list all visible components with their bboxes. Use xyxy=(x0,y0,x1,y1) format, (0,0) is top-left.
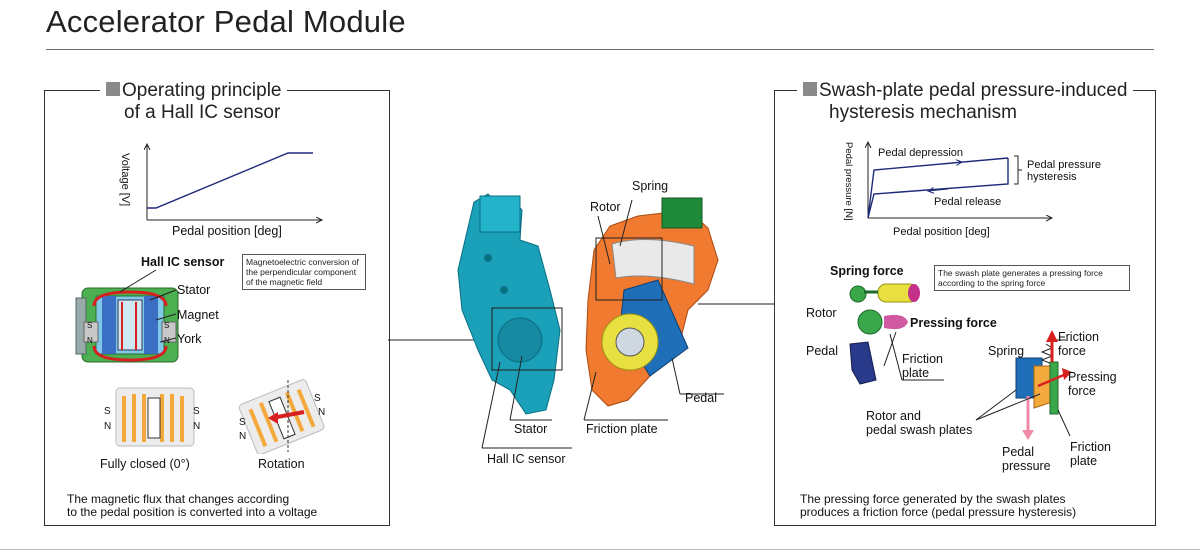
hysteresis-label: Pedal pressure hysteresis xyxy=(1027,159,1101,183)
friction-force-label: Friction force xyxy=(1058,330,1099,358)
friction-plate-label: Friction plate xyxy=(902,352,943,380)
right-spring-label: Spring xyxy=(988,344,1025,358)
fully-closed-illustration xyxy=(115,387,195,447)
pressing-force-label: Pressing force xyxy=(910,316,997,330)
pedal-module-illustration xyxy=(388,193,774,449)
heading-square-icon-2 xyxy=(803,82,817,96)
rotation-illustration xyxy=(238,379,325,454)
closed-s-right: S xyxy=(193,406,200,417)
pressing-force-2-label: Pressing force xyxy=(1068,370,1117,398)
hall-panel-heading: Operating principle of a Hall IC sensor xyxy=(100,80,288,124)
friction-plate-2-label: Friction plate xyxy=(1070,440,1111,468)
hall-sensor-illustration xyxy=(75,287,179,363)
release-label: Pedal release xyxy=(934,196,1002,208)
center-hall-ic-label: Hall IC sensor xyxy=(487,452,566,466)
closed-n-left: N xyxy=(104,421,112,432)
fully-closed-label: Fully closed (0°) xyxy=(100,457,190,471)
right-rotor-label: Rotor xyxy=(806,306,837,320)
hysteresis-caption: The pressing force generated by the swas… xyxy=(800,492,1077,519)
page-title: Accelerator Pedal Module xyxy=(46,4,406,39)
rotation-s-left: S xyxy=(239,417,246,428)
rotation-n-left: N xyxy=(239,431,247,442)
voltage-curve xyxy=(147,152,313,209)
voltage-graph-ylabel: Voltage [V] xyxy=(119,153,131,207)
hysteresis-graph xyxy=(852,136,1062,226)
magnet-n-left: N xyxy=(87,336,93,345)
spring-force-label: Spring force xyxy=(830,264,904,278)
center-stator-label: Stator xyxy=(514,422,548,436)
center-pedal-label: Pedal xyxy=(685,391,717,405)
rotation-s-right: S xyxy=(314,393,321,404)
hysteresis-panel-heading: Swash-plate pedal pressure-induced hyste… xyxy=(797,80,1134,124)
rotation-n-right: N xyxy=(318,407,326,418)
hysteresis-graph-xlabel: Pedal position [deg] xyxy=(893,226,990,238)
magnet-s-right: S xyxy=(164,321,170,330)
magnet-s-left: S xyxy=(87,321,93,330)
depression-label: Pedal depression xyxy=(878,147,964,159)
closed-s-left: S xyxy=(104,406,111,417)
right-pedal-label: Pedal xyxy=(806,344,838,358)
swash-plates-label: Rotor and pedal swash plates xyxy=(866,409,973,437)
voltage-graph xyxy=(110,140,330,240)
rotation-label: Rotation xyxy=(258,457,305,471)
hysteresis-graph-ylabel: Pedal pressure [N] xyxy=(843,142,854,221)
hall-ic-sensor-label: Hall IC sensor xyxy=(141,255,225,269)
swash-plate-illustration xyxy=(849,283,1072,440)
center-friction-plate-label: Friction plate xyxy=(586,422,658,436)
voltage-graph-xlabel: Pedal position [deg] xyxy=(172,224,282,238)
stator-label: Stator xyxy=(177,283,211,297)
magnet-label: Magnet xyxy=(177,308,219,322)
spring-coil xyxy=(877,283,920,303)
depression-curve xyxy=(867,157,1009,219)
pedal-pressure-label: Pedal pressure xyxy=(1002,445,1051,473)
title-divider xyxy=(46,49,1154,50)
center-rotor-label: Rotor xyxy=(590,200,621,214)
center-spring-label: Spring xyxy=(632,179,669,193)
swash-note: The swash plate generates a pressing for… xyxy=(934,265,1130,291)
closed-n-right: N xyxy=(193,421,201,432)
hall-caption: The magnetic flux that changes according… xyxy=(67,492,318,519)
york-label: York xyxy=(177,332,202,346)
heading-square-icon xyxy=(106,82,120,96)
release-curve xyxy=(867,158,1009,219)
hall-leader-lines xyxy=(120,269,177,343)
bottom-divider xyxy=(0,549,1200,550)
hall-note: Magnetoelectric conversion of the perpen… xyxy=(242,254,366,290)
